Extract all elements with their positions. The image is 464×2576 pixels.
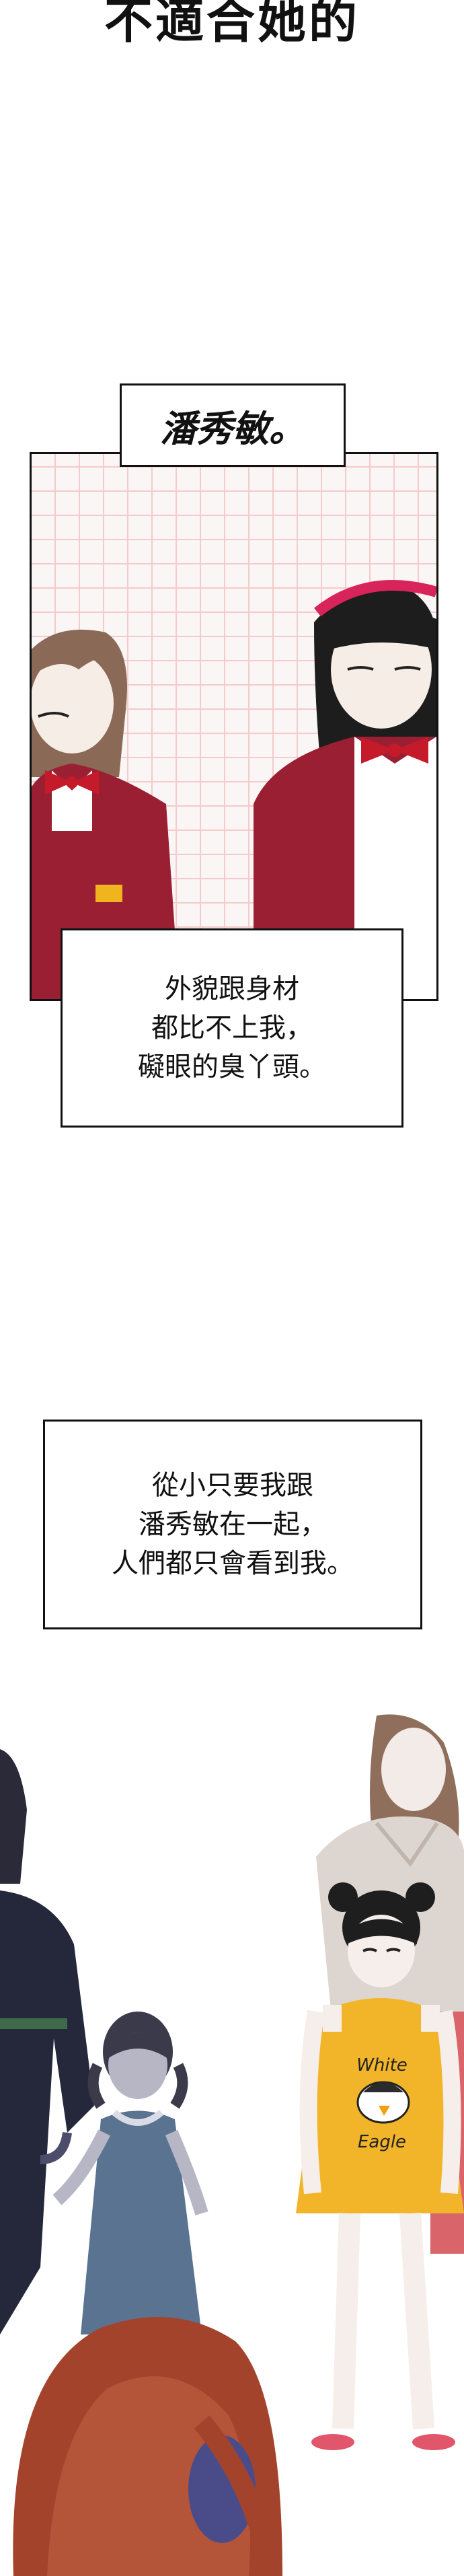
shirt-text-white: White (356, 2055, 408, 2075)
caption-2-line: 人們都只會看到我。 (112, 1548, 354, 1579)
caption-2-line: 從小只要我跟 (152, 1470, 313, 1501)
caption-box-1: 外貌跟身材 都比不上我， 礙眼的臭丫頭。 (61, 928, 403, 1128)
name-box: 潘秀敏。 (120, 383, 346, 467)
childhood-scene-illustration: White Eagle (0, 1714, 464, 2576)
girl-blue-dress (52, 2012, 208, 2334)
caption-1-line: 都比不上我， (151, 1013, 313, 1043)
bow-tie-right (361, 737, 428, 764)
caption-1-line: 外貌跟身材 (165, 973, 299, 1004)
girl-red-hair-foreground (13, 2317, 282, 2576)
panel-school-girls (30, 452, 438, 1001)
caption-1-line: 礙眼的臭丫頭。 (138, 1052, 326, 1082)
bow-tie-left (45, 770, 99, 795)
girl-yellow-dress: White Eagle (296, 1882, 464, 2450)
school-girls-illustration (32, 580, 436, 999)
shirt-text-eagle: Eagle (358, 2132, 406, 2152)
caption-box-2: 從小只要我跟 潘秀敏在一起， 人們都只會看到我。 (43, 1420, 422, 1629)
top-title: 不適合她的 (104, 0, 360, 49)
caption-2-line: 潘秀敏在一起， (139, 1509, 327, 1540)
woman-left (0, 1749, 94, 2334)
